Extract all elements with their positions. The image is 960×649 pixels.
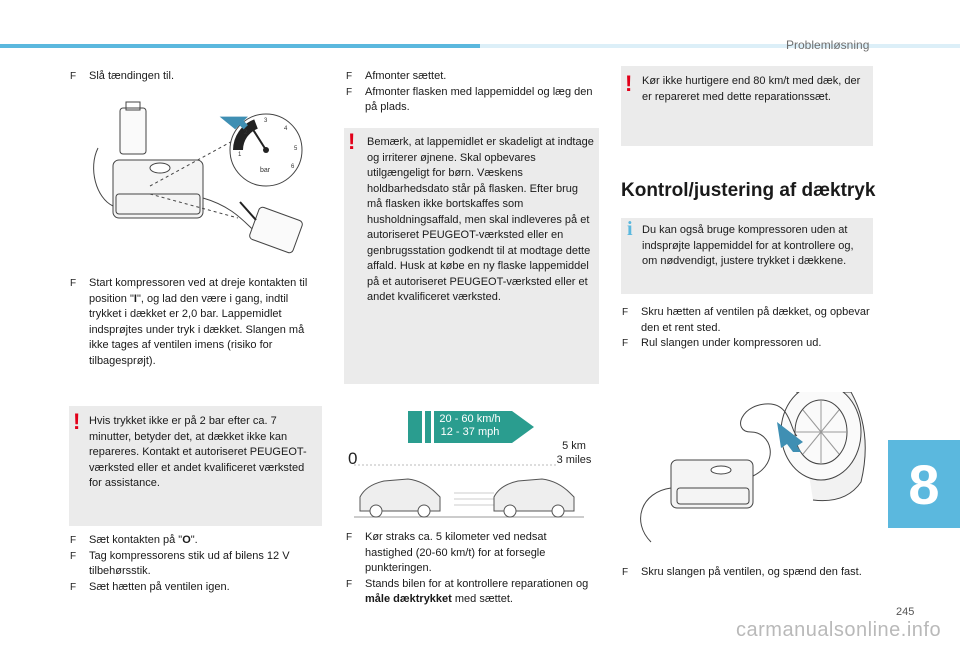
svg-text:6: 6 [291, 164, 295, 170]
checkbox-bullet-icon: F [70, 535, 77, 546]
step-text: ". [190, 534, 198, 546]
gauge-unit: bar [260, 167, 271, 174]
warning-text: Hvis trykket ikke er på 2 bar efter ca. … [89, 415, 307, 489]
checkbox-bullet-icon: F [346, 71, 353, 82]
info-box: i Du kan også bruge kompressoren uden at… [621, 218, 873, 294]
header-accent-bar-light [480, 44, 960, 48]
compressor-gauge-illustration: 1 2 3 4 5 6 bar [93, 101, 303, 254]
position-label: I [133, 292, 137, 305]
warning-exclamation-icon: ! [348, 129, 356, 154]
checkbox-bullet-icon: F [70, 581, 77, 593]
speed-kmh-label: 20 - 60 km/h [439, 413, 501, 425]
step-text: Sæt kontakten på " [89, 534, 183, 546]
step-text: Sæt hætten på ventilen igen. [89, 580, 230, 593]
svg-text:1: 1 [238, 152, 242, 158]
step-text: Afmonter flasken med lappemiddel og læg … [365, 85, 593, 114]
col1-step1: F Slå tændingen til. [69, 69, 324, 85]
speed-distance-illustration: 20 - 60 km/h 12 - 37 mph 0 5 km 3 miles [344, 393, 599, 521]
compressor-hose-wheel-illustration [640, 392, 866, 543]
distance-start-label: 0 [348, 449, 358, 468]
svg-text:3: 3 [264, 118, 268, 124]
section-title: Problemløsning [786, 38, 870, 52]
step-text: Skru hætten af ventilen på dækket, og op… [641, 306, 870, 334]
checkbox-bullet-icon: F [346, 86, 353, 98]
warning-text: Kør ikke hurtigere end 80 km/t med dæk, … [642, 75, 861, 103]
step-text: Stands bilen for at kontrollere reparati… [365, 577, 589, 590]
checkbox-bullet-icon: F [622, 338, 629, 349]
step-text: Start kompressoren ved at dreje kontakte… [89, 277, 308, 305]
speed-mph-label: 12 - 37 mph [440, 426, 500, 438]
warning-exclamation-icon: ! [625, 71, 633, 96]
step-text: med sættet. [451, 593, 513, 605]
checkbox-bullet-icon: F [622, 567, 629, 578]
step-text: Skru slangen på ventilen, og spænd den f… [641, 566, 862, 578]
svg-text:4: 4 [284, 126, 288, 132]
chapter-tab: 8 [888, 440, 960, 528]
step-text: Slå tændingen til. [89, 70, 174, 82]
checkbox-bullet-icon: F [622, 307, 629, 318]
step-text: ", og lad den være i gang, indtil trykke… [89, 292, 305, 367]
warning-exclamation-icon: ! [73, 409, 81, 434]
distance-km-label: 5 km [562, 440, 586, 452]
checkbox-bullet-icon: F [70, 550, 77, 562]
warning-box: ! Kør ikke hurtigere end 80 km/t med dæk… [621, 66, 873, 146]
checkbox-bullet-icon: F [70, 71, 77, 82]
page-number: 245 [896, 606, 915, 618]
svg-text:2: 2 [244, 130, 248, 136]
distance-miles-label: 3 miles [556, 454, 592, 466]
step-text: Rul slangen under kompressoren ud. [641, 337, 822, 349]
col1-step2: F Start kompressoren ved at dreje kontakt… [69, 276, 321, 369]
col3-steps-bottom: F Skru slangen på ventilen, og spænd den … [621, 565, 873, 581]
warning-box: ! Bemærk, at lappemidlet er skadeligt at… [344, 128, 599, 384]
info-i-icon: i [627, 218, 633, 240]
emphasis-text: måle dæktrykket [365, 593, 452, 605]
step-text: Afmonter sættet. [365, 70, 447, 82]
watermark: carmanualsonline.info [736, 619, 942, 641]
info-text: Du kan også bruge kompressoren uden at i… [642, 224, 854, 267]
checkbox-bullet-icon: F [70, 278, 77, 289]
step-text: Kør straks ca. 5 kilometer ved nedsat ha… [365, 531, 547, 574]
warning-text: Bemærk, at lappemidlet er skadeligt at i… [367, 136, 594, 303]
step-text: Tag kompressorens stik ud af bilens 12 V… [89, 549, 290, 578]
position-label: O [182, 534, 191, 546]
section-heading: Kontrol/justering af dæktryk [621, 180, 876, 201]
col1-steps-end: F Sæt kontakten på "O". F Tag kompressoren… [69, 533, 321, 595]
checkbox-bullet-icon: F [346, 532, 353, 543]
col2-steps-bottom: F Kør straks ca. 5 kilometer ved nedsat h… [345, 530, 597, 608]
col2-steps-top: F Afmonter sættet. F Afmonter flasken med … [345, 69, 597, 116]
svg-text:5: 5 [294, 146, 298, 152]
checkbox-bullet-icon: F [346, 578, 353, 590]
warning-box: ! Hvis trykket ikke er på 2 bar efter ca… [69, 406, 322, 526]
header-accent-bar [0, 44, 480, 48]
col3-steps-top: F Skru hætten af ventilen på dækket, og o… [621, 305, 873, 352]
